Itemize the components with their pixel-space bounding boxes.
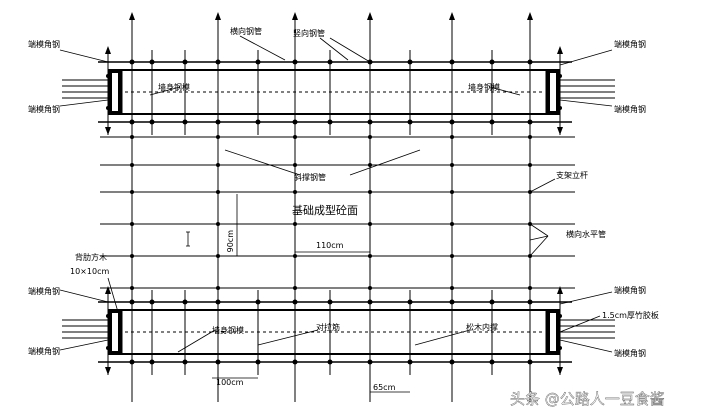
top-wall-form bbox=[62, 61, 615, 123]
label-corner-angle-ml: 端模角钢 bbox=[28, 104, 60, 114]
support-grid-nodes bbox=[130, 135, 532, 290]
label-wall-form-bottom: 墙身钢模 bbox=[212, 325, 244, 335]
label-vertical-steel-pipe: 竖向钢管 bbox=[293, 28, 325, 38]
label-corner-angle-tr: 端模角钢 bbox=[614, 39, 646, 49]
dim-height: 90cm bbox=[226, 230, 235, 253]
label-corner-angle-bl-top: 端模角钢 bbox=[28, 286, 60, 296]
label-corner-angle-mr: 端模角钢 bbox=[614, 104, 646, 114]
inner-tie-bars bbox=[125, 91, 545, 333]
label-horizontal-steel-pipe: 横向钢管 bbox=[230, 26, 262, 36]
label-pine-inner-brace: 松木内撑 bbox=[466, 322, 498, 332]
label-corner-angle-br-top: 端模角钢 bbox=[614, 285, 646, 295]
label-corner-angle-bl: 端模角钢 bbox=[28, 346, 60, 356]
dim-width: 110cm bbox=[316, 241, 344, 250]
label-foundation-concrete: 基础成型砼面 bbox=[292, 203, 358, 217]
watermark: 头条 @公路人一豆食酱 bbox=[510, 390, 665, 408]
label-corner-angle-br: 端模角钢 bbox=[614, 348, 646, 358]
dimension-lines bbox=[186, 194, 410, 393]
label-horizontal-level-pipe: 横向水平管 bbox=[566, 229, 606, 239]
support-grid bbox=[100, 136, 575, 289]
dim-spacing-left: 100cm bbox=[216, 378, 244, 387]
label-back-rib-timber: 背肋方木 bbox=[75, 252, 107, 262]
label-corner-angle-tl: 端模角钢 bbox=[28, 39, 60, 49]
label-timber-size: 10×10cm bbox=[70, 267, 109, 276]
leader-lines bbox=[59, 35, 613, 353]
form-bolts bbox=[106, 59, 562, 365]
label-wall-form-top-left: 墙身钢模 bbox=[158, 82, 190, 92]
label-bamboo-plywood: 1.5cm厚竹胶板 bbox=[602, 310, 659, 320]
label-tie-bar: 对拉筋 bbox=[316, 322, 340, 332]
label-wall-form-top-right: 墙身钢模 bbox=[468, 82, 500, 92]
dim-spacing-center: 65cm bbox=[373, 383, 396, 392]
label-support-pole: 支架立杆 bbox=[556, 170, 588, 180]
pipe-arrow-heads bbox=[105, 12, 563, 375]
label-diagonal-brace: 斜撑钢管 bbox=[294, 172, 326, 182]
